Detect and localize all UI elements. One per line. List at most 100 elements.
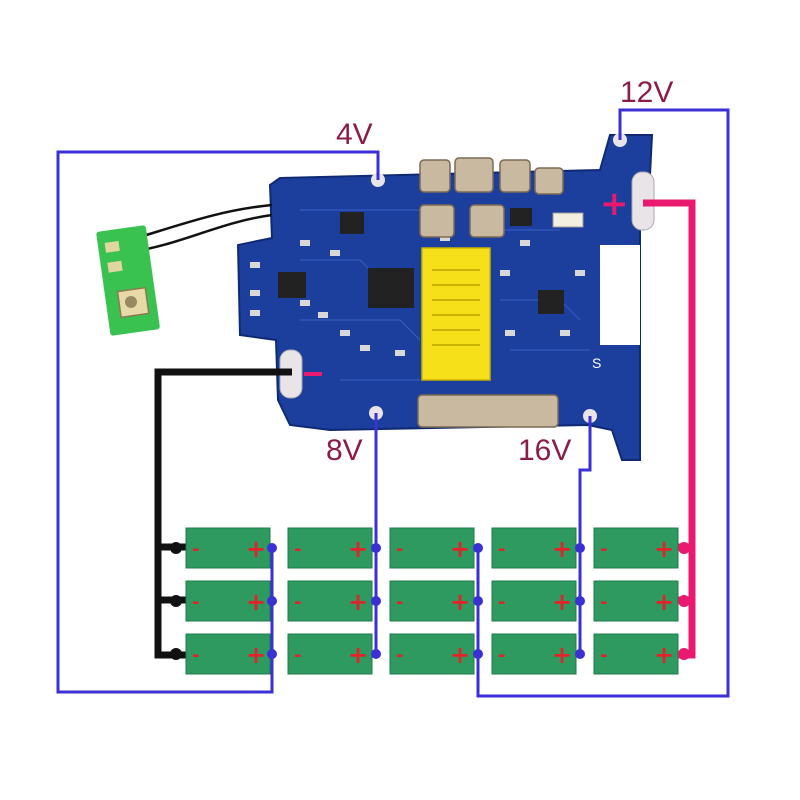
junction-dot <box>267 543 277 553</box>
pcb-components <box>250 235 585 356</box>
battery-cell-body <box>287 580 373 622</box>
battery-cell-grid: -+-+-+-+-+-+-+-+-+-+-+-+-+-+-+ <box>170 527 690 675</box>
cell-plus-sign: + <box>552 535 572 563</box>
terminal-dot <box>678 542 690 554</box>
cell-minus-sign: - <box>600 645 607 666</box>
battery-cell-body <box>287 633 373 675</box>
cell-minus-sign: - <box>294 539 301 560</box>
cell-minus-sign: - <box>498 592 505 613</box>
cell-plus-sign: + <box>654 535 674 563</box>
junction-dot <box>575 543 585 553</box>
battery-cell: -+ <box>389 580 475 622</box>
battery-cell-body <box>593 633 679 675</box>
battery-cell: -+ <box>185 527 271 569</box>
wire-12v <box>476 108 730 698</box>
switch-board <box>96 203 273 336</box>
cell-plus-sign: + <box>348 535 368 563</box>
junction-dot <box>473 649 483 659</box>
cell-minus-sign: - <box>498 539 505 560</box>
negative-mark <box>304 372 322 376</box>
junction-dot <box>267 596 277 606</box>
terminal-dot <box>170 595 182 607</box>
cell-plus-sign: + <box>450 641 470 669</box>
cell-minus-sign: - <box>600 539 607 560</box>
terminal-dot <box>678 648 690 660</box>
cell-plus-sign: + <box>348 588 368 616</box>
battery-cell-body <box>185 527 271 569</box>
wire-16v <box>578 416 592 655</box>
cell-minus-sign: - <box>192 645 199 666</box>
junction-dot <box>371 596 381 606</box>
pcb-silk-text: S <box>592 355 601 371</box>
battery-cell-body <box>185 633 271 675</box>
switch-pad <box>107 260 123 273</box>
battery-cell: -+ <box>287 633 373 675</box>
junction-dot <box>371 543 381 553</box>
cell-plus-sign: + <box>246 641 266 669</box>
battery-cell: -+ <box>593 580 679 622</box>
push-button-cap <box>125 296 137 308</box>
battery-cell: -+ <box>389 633 475 675</box>
battery-cell-body <box>491 580 577 622</box>
junction-dot <box>371 649 381 659</box>
terminal-dot <box>170 542 182 554</box>
bottom-terminal <box>417 394 559 428</box>
cell-plus-sign: + <box>450 588 470 616</box>
ic-chip <box>368 268 414 308</box>
cell-minus-sign: - <box>396 645 403 666</box>
cell-minus-sign: - <box>192 539 199 560</box>
cell-minus-sign: - <box>396 592 403 613</box>
junction-dot <box>575 649 585 659</box>
cell-minus-sign: - <box>294 592 301 613</box>
junction-dot <box>473 596 483 606</box>
battery-pcb: + S <box>236 133 655 461</box>
cell-minus-sign: - <box>396 539 403 560</box>
battery-cell: -+ <box>491 580 577 622</box>
terminal-dot <box>678 595 690 607</box>
battery-cell: -+ <box>491 527 577 569</box>
battery-cell-body <box>389 633 475 675</box>
top-terminals <box>419 157 564 238</box>
cell-plus-sign: + <box>654 641 674 669</box>
resistor <box>552 212 584 228</box>
label-12v: 12V <box>620 76 673 109</box>
terminal-dot <box>170 648 182 660</box>
cell-plus-sign: + <box>348 641 368 669</box>
cell-minus-sign: - <box>498 645 505 666</box>
cell-plus-sign: + <box>552 588 572 616</box>
yellow-connector-ribs <box>432 269 480 346</box>
cell-minus-sign: - <box>294 645 301 666</box>
pcb-plus-sign: + <box>600 184 629 224</box>
label-4v: 4V <box>336 118 373 151</box>
battery-cell: -+ <box>287 527 373 569</box>
battery-cell: -+ <box>389 527 475 569</box>
ic-chip <box>278 272 306 298</box>
cell-plus-sign: + <box>246 588 266 616</box>
cell-plus-sign: + <box>246 535 266 563</box>
label-16v: 16V <box>518 434 571 467</box>
battery-cell-body <box>491 527 577 569</box>
cell-plus-sign: + <box>552 641 572 669</box>
junction-dot <box>267 649 277 659</box>
battery-cell: -+ <box>287 580 373 622</box>
battery-cell: -+ <box>593 527 679 569</box>
pcb-cutout <box>600 245 640 345</box>
battery-cell: -+ <box>185 633 271 675</box>
battery-cell-body <box>491 633 577 675</box>
ic-chip <box>340 212 364 234</box>
switch-pcb <box>96 225 160 336</box>
junction-dot <box>473 543 483 553</box>
battery-cell-body <box>593 580 679 622</box>
cell-plus-sign: + <box>450 535 470 563</box>
battery-cell-body <box>185 580 271 622</box>
cell-minus-sign: - <box>600 592 607 613</box>
battery-cell: -+ <box>491 633 577 675</box>
wire-4v <box>56 150 380 694</box>
switch-pad <box>104 240 120 253</box>
battery-cell: -+ <box>593 633 679 675</box>
cell-minus-sign: - <box>192 592 199 613</box>
battery-cell: -+ <box>185 580 271 622</box>
junction-dot <box>575 596 585 606</box>
cell-plus-sign: + <box>654 588 674 616</box>
